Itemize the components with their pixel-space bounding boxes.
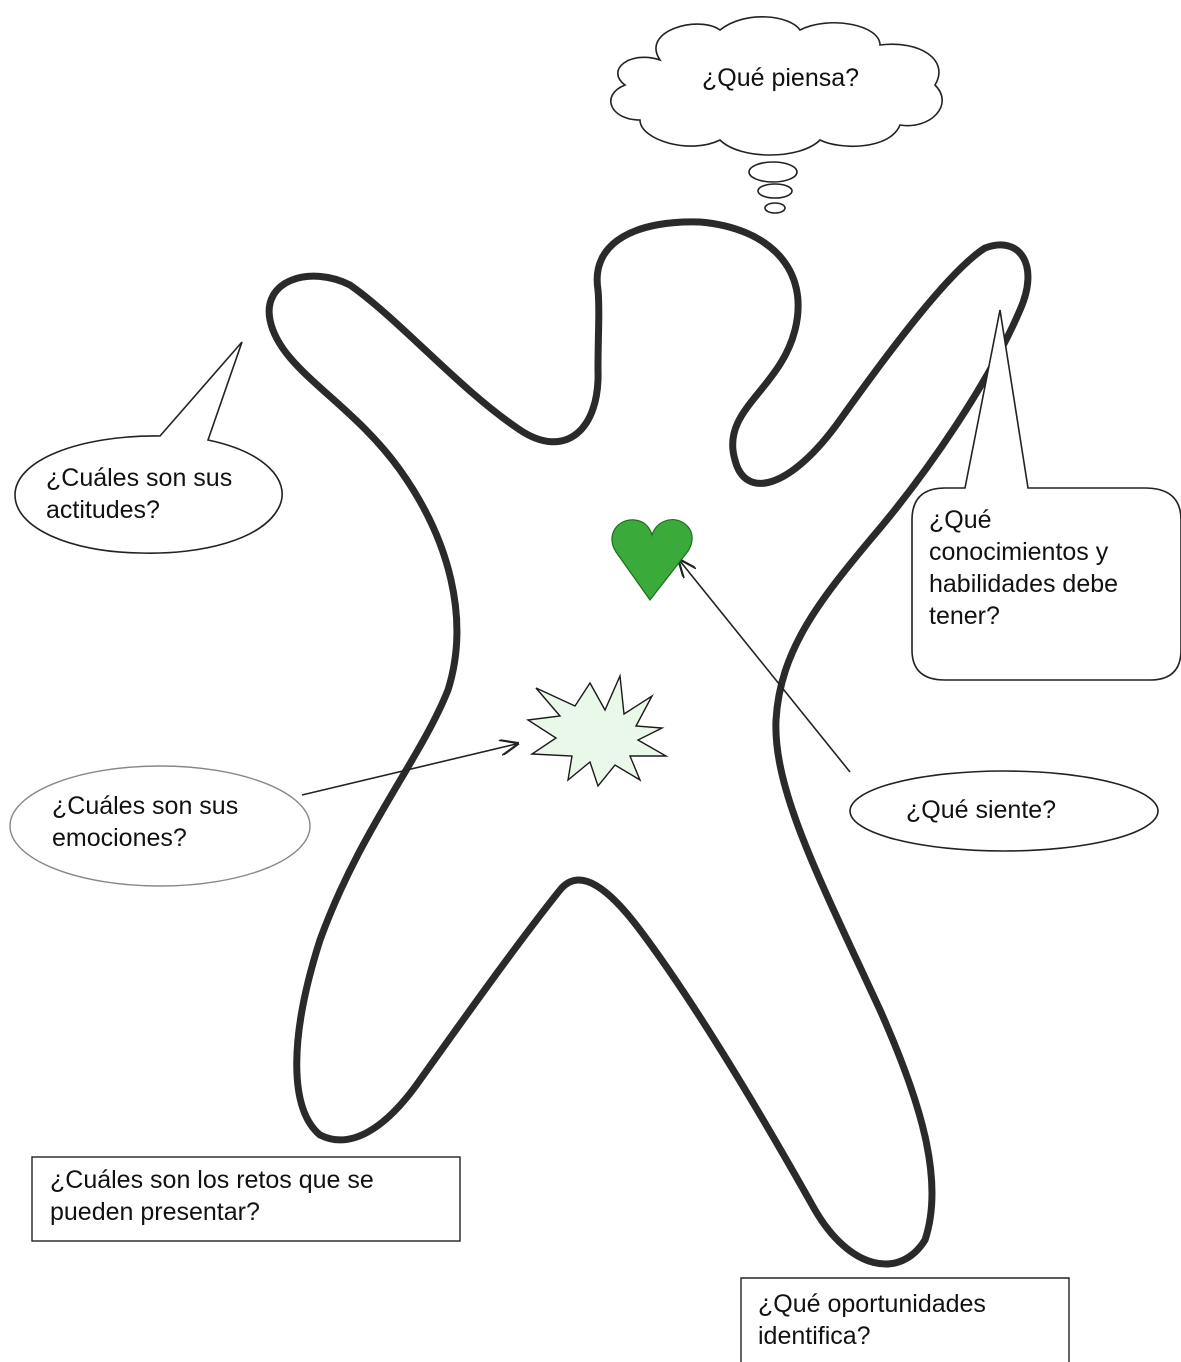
emotions-arrow bbox=[302, 744, 516, 795]
emotions-label: ¿Cuáles son sus emociones? bbox=[52, 790, 238, 854]
thinks-label: ¿Qué piensa? bbox=[702, 62, 859, 94]
heart-icon bbox=[612, 520, 692, 600]
starburst-icon bbox=[528, 676, 666, 786]
knowledge-label: ¿Qué conocimientos y habilidades debe te… bbox=[929, 504, 1118, 632]
challenges-label: ¿Cuáles son los retos que se pueden pres… bbox=[50, 1164, 374, 1228]
opportunities-label: ¿Qué oportunidades identifica? bbox=[758, 1288, 986, 1352]
feels-label: ¿Qué siente? bbox=[906, 794, 1056, 826]
attitudes-label: ¿Cuáles son sus actitudes? bbox=[46, 462, 232, 526]
person-outline bbox=[269, 222, 1028, 1264]
thought-cloud-icon bbox=[611, 17, 942, 213]
